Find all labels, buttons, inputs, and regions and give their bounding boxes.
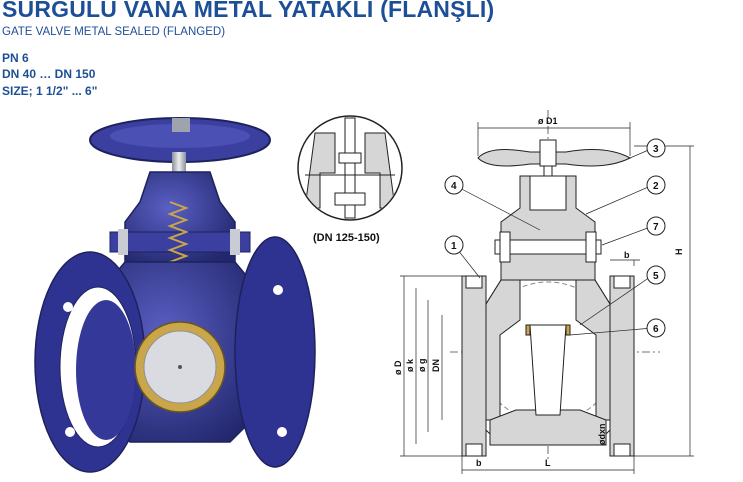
svg-text:4: 4 (451, 181, 457, 192)
spec-size-range: SIZE; 1 1/2" ... 6" (2, 84, 98, 98)
page-title: SÜRGÜLÜ VANA METAL YATAKLI (FLANŞLI) (2, 0, 495, 22)
svg-text:5: 5 (653, 271, 659, 282)
dim-bolt-label: ødxn (597, 424, 607, 446)
dim-g-label: ø g (417, 359, 427, 373)
balloon-6: 6 (646, 318, 666, 338)
drawing-gate (529, 324, 567, 416)
dim-h-label: H (674, 249, 684, 256)
technical-drawing: ø D1 H L b b ø D ø k ø g DN ødxn 3 2 1 4… (393, 110, 694, 474)
balloon-3: 3 (646, 138, 666, 158)
right-flange (234, 236, 316, 468)
drawing-right-flange (609, 275, 635, 457)
dim-k-label: ø k (405, 358, 415, 372)
balloon-7: 7 (646, 216, 666, 236)
spec-pressure: PN 6 (2, 51, 29, 65)
page-subtitle: GATE VALVE METAL SEALED (FLANGED) (2, 26, 226, 38)
balloon-1: 1 (444, 235, 464, 255)
balloon-4: 4 (444, 175, 464, 195)
balloon-2: 2 (646, 175, 666, 195)
valve-cutaway-illustration (34, 117, 316, 473)
svg-text:3: 3 (653, 144, 659, 155)
spec-dn-range: DN 40 … DN 150 (2, 67, 96, 81)
detail-caption: (DN 125-150) (313, 232, 380, 244)
svg-text:2: 2 (653, 181, 659, 192)
dim-d1-label: ø D1 (538, 116, 558, 126)
detail-view-dn125-150 (297, 115, 403, 221)
dim-outer-d-label: ø D (393, 360, 403, 375)
svg-text:7: 7 (653, 222, 659, 233)
dim-dn-label: DN (431, 359, 441, 372)
dim-l-label: L (545, 458, 551, 468)
balloon-5: 5 (646, 265, 666, 285)
dim-b-top-label: b (624, 250, 630, 260)
svg-text:6: 6 (653, 324, 659, 335)
dim-b-bottom-label: b (476, 458, 482, 468)
drawing-left-flange (461, 275, 487, 457)
svg-text:1: 1 (451, 241, 457, 252)
